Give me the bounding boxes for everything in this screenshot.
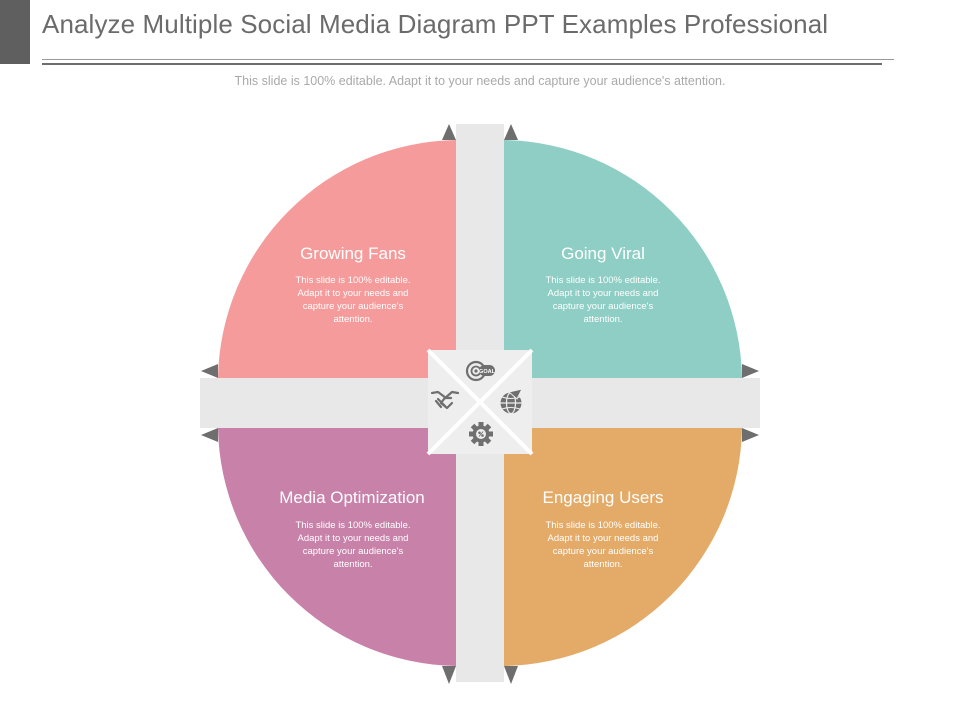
quadrant-desc-line: capture your audience's (553, 301, 654, 312)
arrow-bottom-left (442, 666, 456, 684)
quadrant-desc-line: This slide is 100% editable. (545, 520, 660, 531)
title-accent-bar (0, 0, 30, 64)
label-growing-fans: Growing Fans This slide is 100% editable… (295, 244, 410, 325)
arrow-top-left (442, 124, 456, 140)
quadrant-title: Going Viral (561, 244, 645, 263)
quadrant-title: Engaging Users (543, 488, 664, 507)
label-engaging-users: Engaging Users This slide is 100% editab… (543, 488, 664, 570)
quadrant-desc-line: This slide is 100% editable. (295, 520, 410, 531)
quadrant-desc-line: Adapt it to your needs and (548, 288, 659, 299)
quadrant-title: Growing Fans (300, 244, 406, 263)
quadrant-desc-line: capture your audience's (303, 301, 404, 312)
handshake-icon (430, 390, 460, 410)
label-media-optimization: Media Optimization This slide is 100% ed… (279, 488, 425, 570)
quadrant-engaging-users (504, 428, 742, 666)
label-going-viral: Going Viral This slide is 100% editable.… (545, 244, 660, 325)
arrow-bottom-right (504, 666, 518, 684)
title-divider-thin (42, 59, 894, 60)
page-title: Analyze Multiple Social Media Diagram PP… (42, 9, 829, 39)
quadrant-desc-line: attention. (583, 314, 622, 325)
arrow-right-bottom (742, 428, 759, 442)
quadrant-desc-line: attention. (333, 314, 372, 325)
quadrant-desc-line: This slide is 100% editable. (545, 275, 660, 286)
quadrant-going-viral (504, 140, 742, 378)
arrow-right-top (742, 364, 759, 378)
globe-icon (500, 388, 523, 415)
quadrant-desc-line: Adapt it to your needs and (298, 288, 409, 299)
arrow-left-top (201, 364, 218, 378)
arrow-left-bottom (201, 428, 218, 442)
quadrant-desc-line: capture your audience's (553, 546, 654, 557)
arrow-heads (201, 124, 759, 684)
gear-icon (469, 422, 493, 446)
title-divider-thick (42, 63, 882, 65)
quadrant-desc-line: capture your audience's (303, 546, 404, 557)
quadrant-desc-line: attention. (583, 559, 622, 570)
quadrant-desc-line: attention. (333, 559, 372, 570)
quadrant-desc-line: Adapt it to your needs and (548, 533, 659, 544)
goal-label: GOAL (479, 369, 496, 375)
quadrant-media-optimization (218, 428, 456, 666)
goal-target-icon: GOAL (465, 360, 496, 382)
quadrant-growing-fans (218, 140, 456, 378)
quadrant-desc-line: Adapt it to your needs and (298, 533, 409, 544)
quadrant-title: Media Optimization (279, 488, 425, 507)
quadrant-desc-line: This slide is 100% editable. (295, 275, 410, 286)
page-subtitle: This slide is 100% editable. Adapt it to… (234, 74, 726, 88)
arrow-top-right (504, 124, 518, 140)
